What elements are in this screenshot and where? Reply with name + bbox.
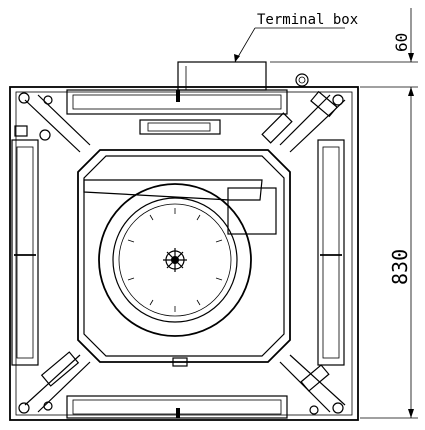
terminal-box-label: Terminal box [257, 12, 358, 28]
outer-panel [9, 86, 359, 421]
left-louver [11, 139, 39, 366]
inner-frame [77, 149, 291, 363]
fan-housing [98, 183, 252, 337]
top-louver [66, 89, 288, 115]
drain-arm [83, 179, 277, 235]
control-strip [139, 119, 221, 135]
corner-braces [24, 94, 346, 413]
right-louver [317, 139, 345, 366]
terminal-box-leader [234, 27, 345, 63]
bottom-latch [172, 357, 188, 367]
dimension-lines [270, 8, 418, 419]
corner-bolts [14, 73, 344, 415]
dim-830-label: 830 [388, 249, 412, 285]
terminal-box [177, 61, 267, 91]
fan-hub [163, 248, 187, 272]
bottom-louver [66, 395, 288, 419]
dim-60-label: 60 [392, 33, 411, 52]
fan-blades [127, 208, 223, 312]
corner-brackets [40, 90, 338, 392]
